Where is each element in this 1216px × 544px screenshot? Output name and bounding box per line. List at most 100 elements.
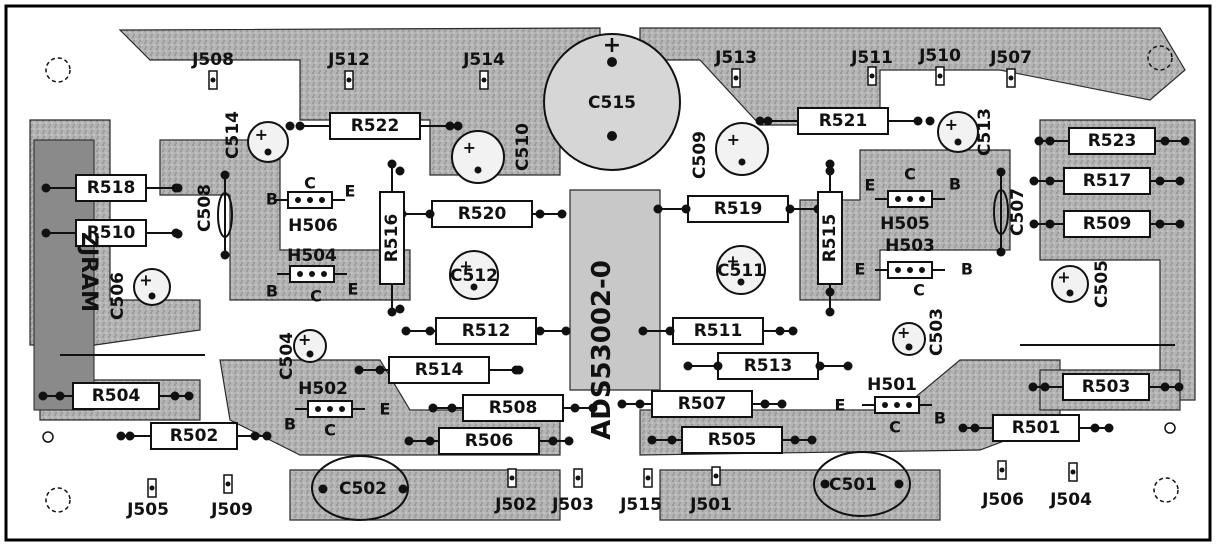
jumper-j509: J509 <box>210 474 253 520</box>
capacitor-c502: C502 <box>339 479 387 499</box>
mounting-holes <box>42 45 1179 513</box>
capacitor-c513: +C513 <box>937 108 995 156</box>
pin-label-b: B <box>266 282 278 301</box>
polarity-mark: + <box>459 257 472 276</box>
jumper-label-j502: J502 <box>494 495 537 515</box>
solder-pad <box>511 365 521 375</box>
capacitor-c501: C501 <box>829 475 877 495</box>
capacitor-label-c512: C512 <box>450 266 498 286</box>
pin-label-b: B <box>266 190 278 209</box>
pin-label-b: B <box>949 175 961 194</box>
c515-marks: + <box>603 33 621 141</box>
polarity-mark: + <box>139 271 152 290</box>
resistor-label-r518: R518 <box>87 178 136 198</box>
jumper-label-j504: J504 <box>1049 490 1092 510</box>
resistor-r523: R523 <box>1034 127 1190 155</box>
capacitor-c509: +C509 <box>690 122 769 179</box>
solder-pad <box>395 304 405 314</box>
transistor-label-h502: H502 <box>298 379 348 399</box>
capacitor-c515: C515 <box>588 93 636 113</box>
transistor-label-h504: H504 <box>287 246 337 266</box>
resistor-r515: R515 <box>817 159 843 317</box>
resistor-r521: R521 <box>763 107 923 135</box>
solder-pad <box>1155 219 1165 229</box>
resistor-label-r514: R514 <box>415 360 464 380</box>
resistor-label-r505: R505 <box>708 430 757 450</box>
pin-label-e: E <box>348 280 359 299</box>
solder-pad <box>760 399 770 409</box>
capacitor-label-c511: C511 <box>717 261 765 281</box>
jumper-j507: J507 <box>989 48 1032 88</box>
capacitor-c507: C507 <box>993 167 1028 257</box>
capacitor-c512: +C512 <box>449 250 499 300</box>
solder-pad <box>318 484 328 494</box>
solder-pad <box>55 391 65 401</box>
capacitor-c511: +C511 <box>716 245 766 295</box>
resistor-label-r506: R506 <box>465 431 514 451</box>
solder-pad <box>425 436 435 446</box>
resistor-r506: R506 <box>404 427 574 455</box>
transistor-label-h501: H501 <box>867 375 917 395</box>
capacitor-label-c508: C508 <box>195 184 215 232</box>
solder-pad <box>681 204 691 214</box>
jumper-label-j507: J507 <box>989 48 1032 68</box>
polarity-mark: + <box>463 138 476 157</box>
resistor-label-r504: R504 <box>92 386 141 406</box>
jumper-label-j505: J505 <box>126 500 169 520</box>
capacitor-label-c509: C509 <box>690 131 710 179</box>
solder-pad <box>790 435 800 445</box>
capacitor-c506: +C506 <box>108 268 171 320</box>
resistor-r505: R505 <box>647 426 817 454</box>
transistor-label-h506: H506 <box>288 216 338 236</box>
resistor-label-r502: R502 <box>170 426 219 446</box>
solder-pad <box>785 204 795 214</box>
jumper-label-j514: J514 <box>462 50 505 70</box>
resistor-r502: R502 <box>116 422 272 450</box>
solder-pad <box>250 431 260 441</box>
jumper-j511: J511 <box>850 48 893 86</box>
resistor-label-r517: R517 <box>1083 171 1132 191</box>
transistor-label-h505: H505 <box>880 214 930 234</box>
resistor-label-r513: R513 <box>744 356 793 376</box>
jumper-label-j501: J501 <box>689 495 732 515</box>
pin-label-c: C <box>310 287 322 306</box>
cap-outlines <box>311 33 911 521</box>
resistor-label-r516: R516 <box>382 214 402 263</box>
pin-label-e: E <box>380 400 391 419</box>
resistor-r516: R516 <box>379 159 405 317</box>
solder-pad <box>173 229 183 239</box>
solder-pad <box>395 166 405 176</box>
solder-pad <box>894 479 904 489</box>
capacitor-label-c501: C501 <box>829 475 877 495</box>
solder-pad <box>1090 423 1100 433</box>
pin-label-c: C <box>889 418 901 437</box>
jumper-label-j503: J503 <box>551 495 594 515</box>
solder-pad <box>570 403 580 413</box>
polarity-mark: + <box>298 330 311 349</box>
resistor-label-r508: R508 <box>489 398 538 418</box>
resistor-label-r510: R510 <box>87 223 136 243</box>
capacitor-label-c513: C513 <box>975 108 995 156</box>
capacitor-label-c504: C504 <box>277 332 297 380</box>
jumper-j505: J505 <box>126 478 169 520</box>
pin-label-b: B <box>934 409 946 428</box>
solder-pad <box>548 436 558 446</box>
solder-pad <box>925 116 935 126</box>
jumper-j503: J503 <box>551 468 594 515</box>
jumper-label-j509: J509 <box>210 500 253 520</box>
capacitor-c514: +C514 <box>223 111 289 163</box>
resistor-r519: R519 <box>653 195 823 223</box>
jumper-j512: J512 <box>327 50 370 90</box>
solder-pad <box>815 361 825 371</box>
solder-pad <box>170 391 180 401</box>
pin-label-e: E <box>855 260 866 279</box>
resistor-label-r515: R515 <box>820 214 840 263</box>
jumper-j506: J506 <box>981 460 1024 510</box>
pin-label-c: C <box>304 174 316 193</box>
pin-label-b: B <box>961 260 973 279</box>
resistor-label-r520: R520 <box>458 204 507 224</box>
solder-pad <box>285 121 295 131</box>
solder-pad <box>1160 136 1170 146</box>
solder-pad <box>713 361 723 371</box>
